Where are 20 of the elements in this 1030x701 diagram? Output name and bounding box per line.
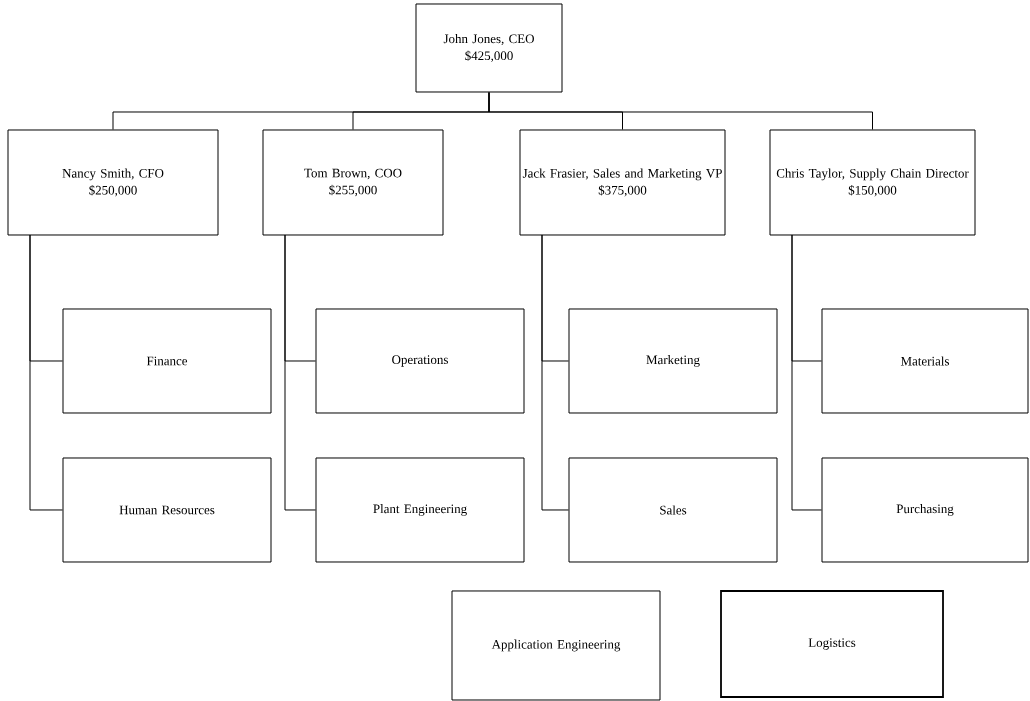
org-box: Tom Brown, COO $255,000 (262, 129, 444, 236)
connector-line (284, 234, 316, 511)
connector-line (791, 234, 822, 511)
org-box: Application Engineering (451, 590, 661, 701)
connector-line (488, 92, 873, 130)
org-box: Plant Engineering (315, 457, 525, 563)
org-box: Materials (821, 308, 1029, 414)
org-box: Jack Frasier, Sales and Marketing VP $375,000 (519, 129, 726, 236)
connector-line (29, 234, 63, 511)
org-box: Operations (315, 308, 525, 414)
org-box: Finance (62, 308, 272, 414)
org-box: John Jones, CEO $425,000 (415, 3, 563, 93)
org-box: Purchasing (821, 457, 1029, 563)
connector-line (541, 234, 569, 511)
org-box: Human Resources (62, 457, 272, 563)
org-box: Chris Taylor, Supply Chain Director $150,000 (769, 129, 976, 236)
org-box: Nancy Smith, CFO $250,000 (7, 129, 219, 236)
org-box: Marketing (568, 308, 778, 414)
org-box: Sales (568, 457, 778, 563)
org-box: Logistics (720, 590, 944, 698)
